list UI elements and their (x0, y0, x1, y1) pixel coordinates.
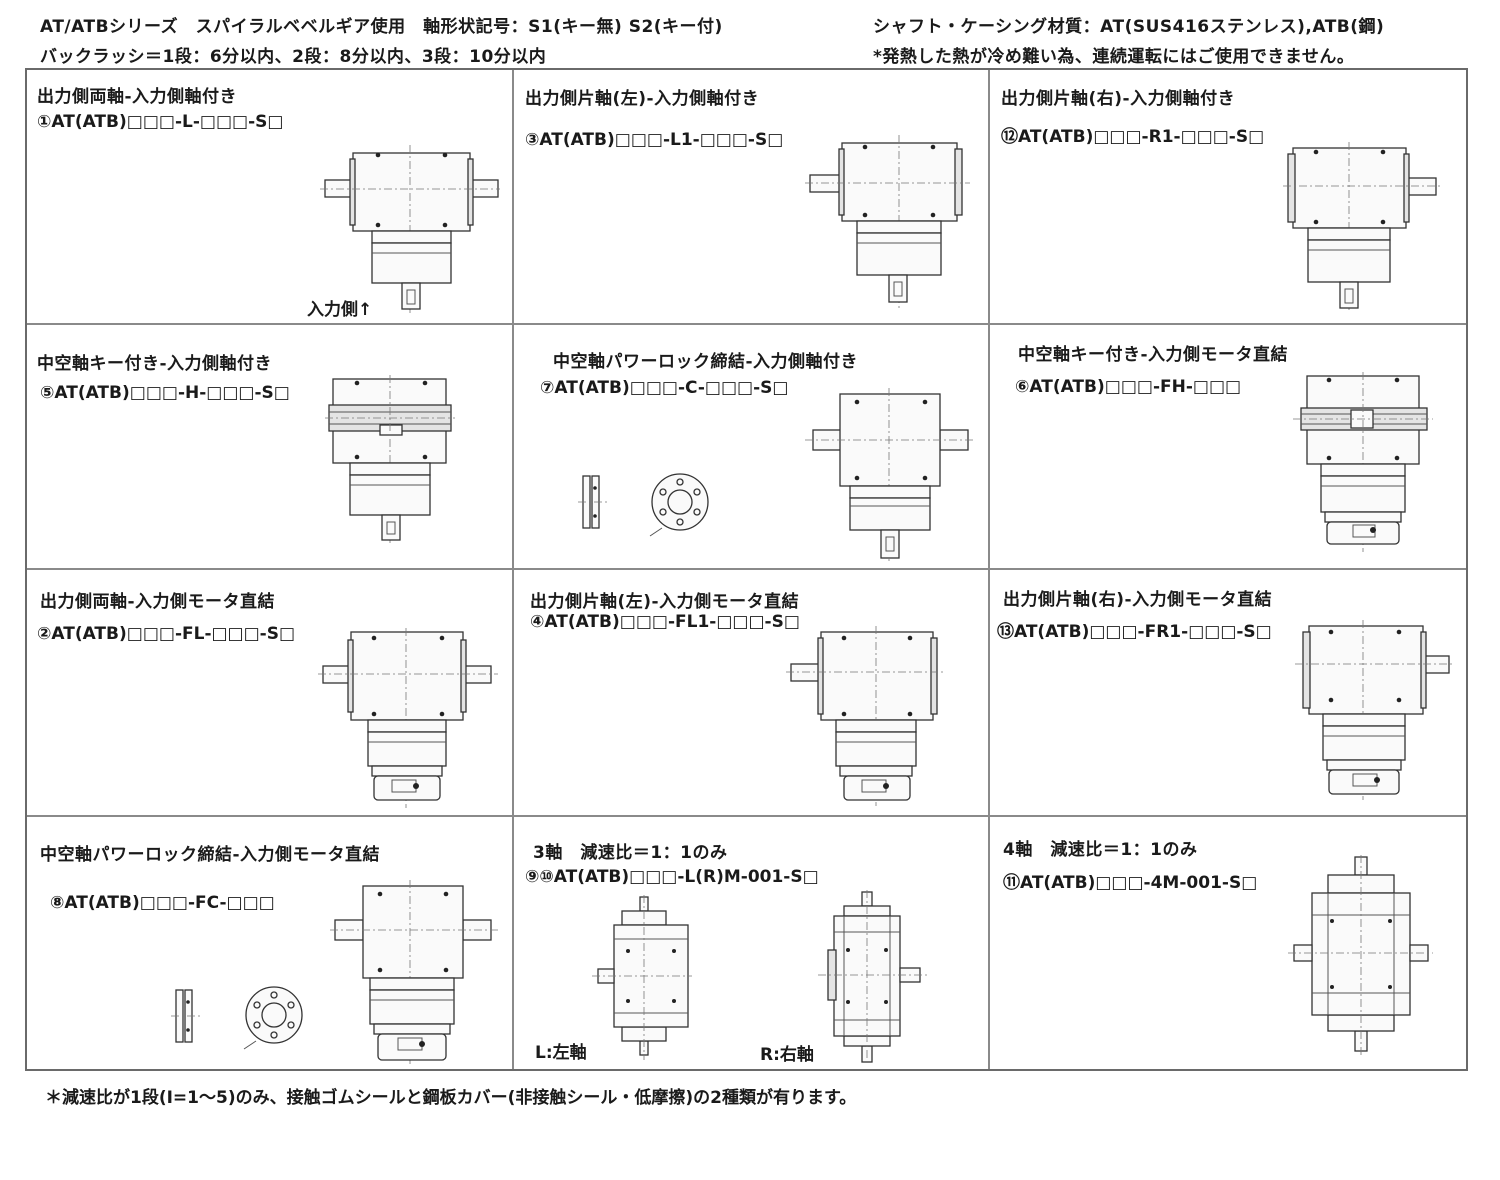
footnote: ＊減速比が1段(I=1～5)のみ、接触ゴムシールと鋼板カバー(非接触シール・低摩… (45, 1088, 857, 1108)
input-side-label: 入力側↑ (307, 300, 373, 320)
powerlock-side-drawing (578, 475, 608, 529)
right-shaft-label: R:右軸 (760, 1045, 814, 1065)
cell-model-code: ①AT(ATB)□□□-L-□□□-S□ (37, 112, 284, 132)
backlash-header: バックラッシ＝1段：6分以内、2段：8分以内、3段：10分以内 (40, 47, 547, 67)
material-header: シャフト・ケーシング材質：AT(SUS416ステンレス),ATB(鋼) (873, 17, 1385, 37)
cell-model-code: ⑥AT(ATB)□□□-FH-□□□ (1015, 377, 1242, 397)
gearbox-drawing (786, 626, 946, 806)
cell-title: 中空軸キー付き-入力側モータ直結 (1018, 345, 1289, 365)
cell-title: 3軸 減速比＝1：1のみ (533, 843, 728, 863)
warning-header: *発熱した熱が冷め難い為、連続運転にはご使用できません。 (873, 47, 1355, 67)
grid-divider (27, 323, 1466, 325)
cell-title: 中空軸パワーロック締結-入力側モータ直結 (40, 845, 381, 865)
gearbox-drawing (805, 135, 970, 310)
four-shaft-drawing (1288, 855, 1433, 1055)
left-shaft-label: L:左軸 (535, 1043, 587, 1063)
cell-model-code: ⑨⑩AT(ATB)□□□-L(R)M-001-S□ (525, 867, 819, 887)
cell-model-code: ⑦AT(ATB)□□□-C-□□□-S□ (540, 378, 789, 398)
cell-title: 出力側片軸(右)-入力側軸付き (1001, 89, 1236, 109)
powerlock-front-drawing (243, 986, 303, 1050)
grid-divider (27, 568, 1466, 570)
cell-model-code: ②AT(ATB)□□□-FL-□□□-S□ (37, 624, 296, 644)
powerlock-side-drawing (171, 989, 201, 1043)
gearbox-drawing (325, 375, 455, 545)
cell-title: 出力側片軸(右)-入力側モータ直結 (1003, 590, 1273, 610)
cell-title: 出力側両軸-入力側軸付き (37, 87, 238, 107)
gearbox-drawing (318, 628, 498, 808)
cell-model-code: ⑤AT(ATB)□□□-H-□□□-S□ (40, 383, 290, 403)
cell-model-code: ⑬AT(ATB)□□□-FR1-□□□-S□ (997, 622, 1272, 642)
cell-title: 出力側両軸-入力側モータ直結 (40, 592, 276, 612)
three-shaft-right-drawing (818, 890, 928, 1065)
grid-divider (27, 815, 1466, 817)
cell-model-code: ③AT(ATB)□□□-L1-□□□-S□ (525, 130, 784, 150)
gearbox-drawing (1293, 372, 1433, 552)
cell-title: 中空軸パワーロック締結-入力側軸付き (553, 352, 859, 372)
gearbox-drawing (1295, 620, 1455, 800)
three-shaft-left-drawing (592, 895, 692, 1060)
cell-model-code: ⑧AT(ATB)□□□-FC-□□□ (50, 893, 275, 913)
gearbox-drawing (1283, 142, 1443, 312)
cell-model-code: ⑪AT(ATB)□□□-4M-001-S□ (1003, 873, 1258, 893)
gearbox-drawing (320, 145, 500, 315)
cell-title: 出力側片軸(左)-入力側軸付き (525, 89, 760, 109)
cell-title: 中空軸キー付き-入力側軸付き (37, 354, 273, 374)
series-header: AT/ATBシリーズ スパイラルベベルギア使用 軸形状記号：S1(キー無) S2… (40, 17, 723, 37)
cell-title: 出力側片軸(左)-入力側モータ直結 (530, 592, 800, 612)
powerlock-front-drawing (649, 473, 709, 537)
gearbox-variant-grid (25, 68, 1468, 1071)
cell-title: 4軸 減速比＝1：1のみ (1003, 840, 1198, 860)
gearbox-drawing (805, 388, 975, 563)
gearbox-drawing (330, 880, 500, 1065)
cell-model-code: ⑫AT(ATB)□□□-R1-□□□-S□ (1001, 127, 1265, 147)
cell-model-code: ④AT(ATB)□□□-FL1-□□□-S□ (530, 612, 800, 632)
